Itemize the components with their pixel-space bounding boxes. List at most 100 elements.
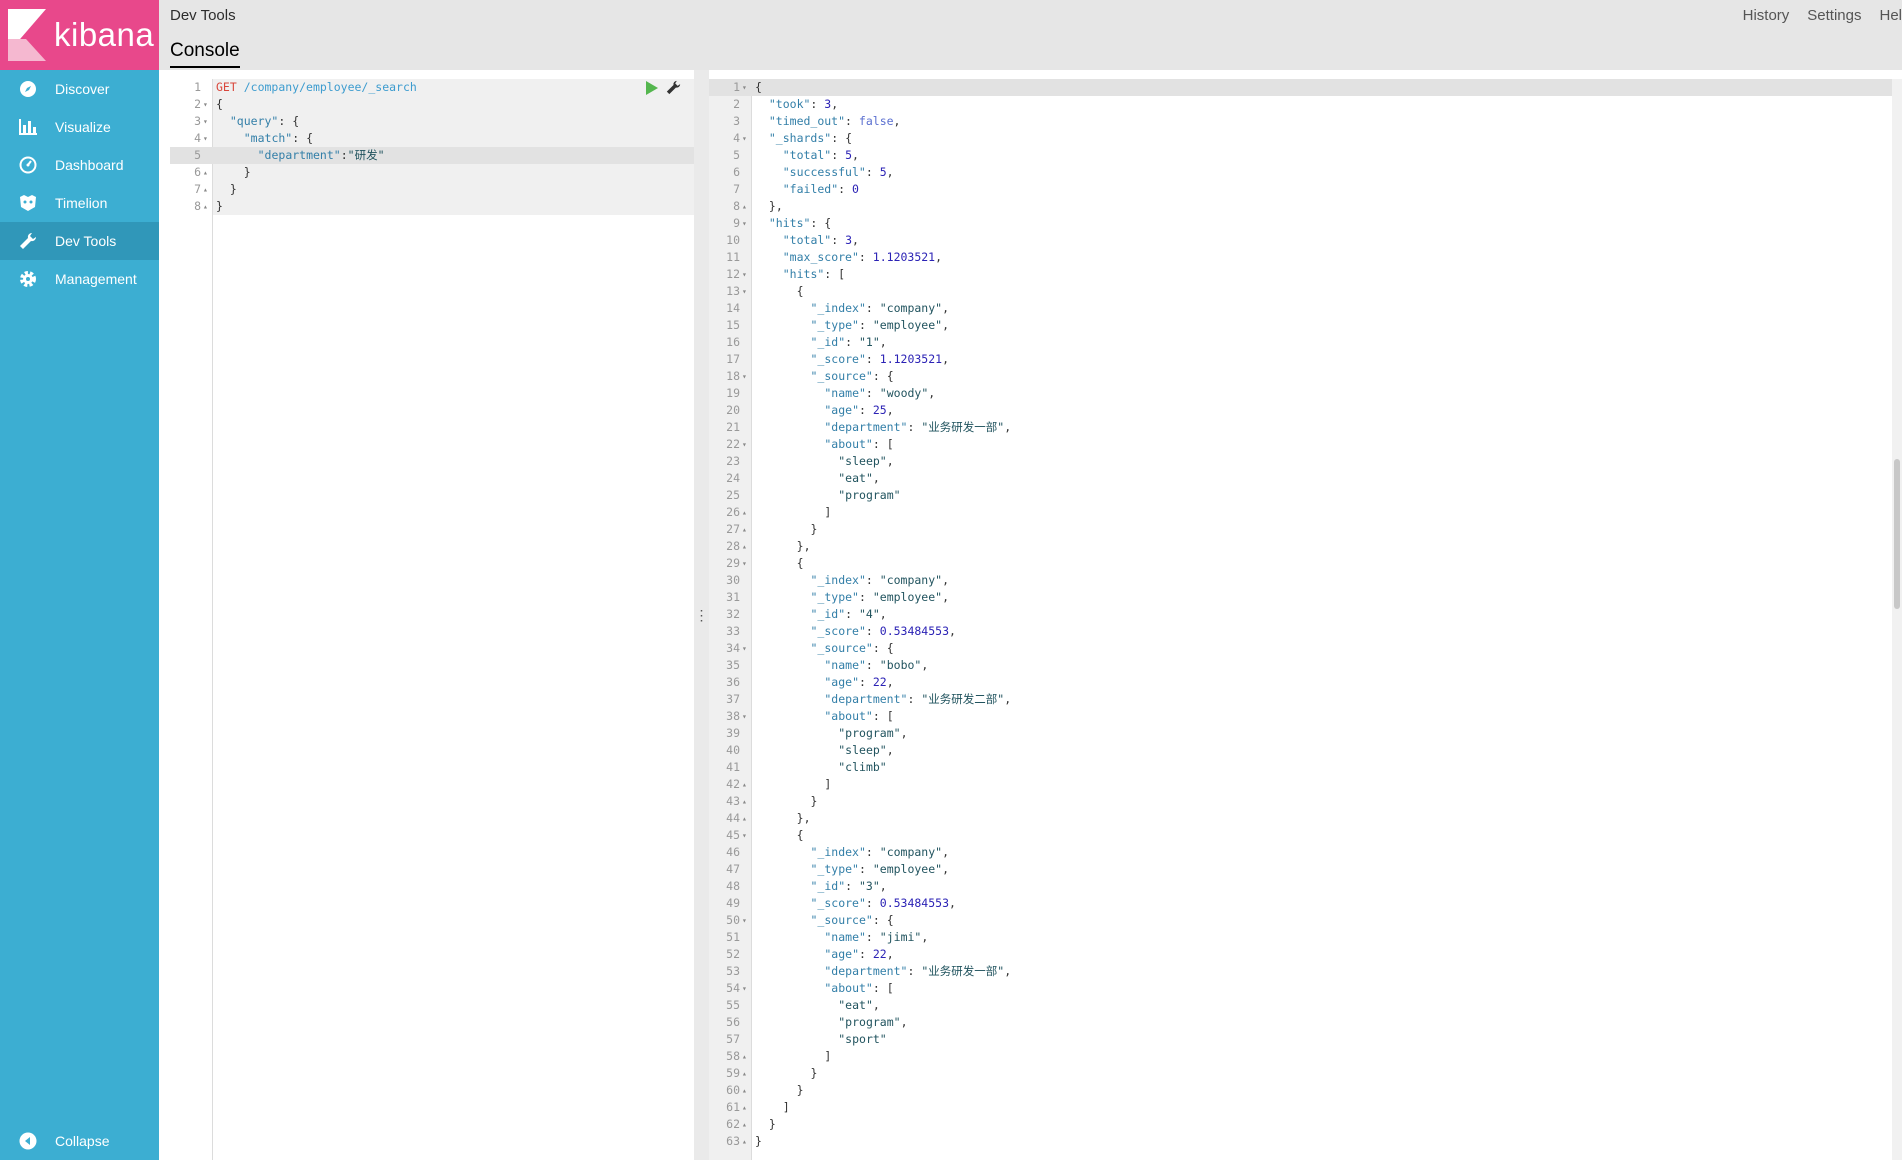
fold-toggle-icon[interactable]: ▾ xyxy=(742,984,747,993)
sidebar-item-dev-tools[interactable]: Dev Tools xyxy=(0,222,159,260)
fold-toggle-icon[interactable]: ▴ xyxy=(203,202,208,211)
fold-toggle-icon[interactable]: ▾ xyxy=(203,100,208,109)
response-line[interactable]: 59▴ } xyxy=(709,1065,1892,1082)
response-line[interactable]: 42▴ ] xyxy=(709,776,1892,793)
fold-toggle-icon[interactable]: ▾ xyxy=(203,134,208,143)
response-line[interactable]: 45▾ { xyxy=(709,827,1892,844)
fold-toggle-icon[interactable]: ▾ xyxy=(742,219,747,228)
fold-toggle-icon[interactable]: ▴ xyxy=(742,508,747,517)
response-line[interactable]: 38▾ "about": [ xyxy=(709,708,1892,725)
request-line[interactable]: 6▴ } xyxy=(170,164,694,181)
fold-toggle-icon[interactable]: ▴ xyxy=(742,1137,747,1146)
response-line[interactable]: 57 "sport" xyxy=(709,1031,1892,1048)
response-line[interactable]: 5 "total": 5, xyxy=(709,147,1892,164)
response-line[interactable]: 25 "program" xyxy=(709,487,1892,504)
request-line[interactable]: 4▾ "match": { xyxy=(170,130,694,147)
response-line[interactable]: 20 "age": 25, xyxy=(709,402,1892,419)
response-line[interactable]: 17 "_score": 1.1203521, xyxy=(709,351,1892,368)
fold-toggle-icon[interactable]: ▾ xyxy=(742,712,747,721)
fold-toggle-icon[interactable]: ▾ xyxy=(742,440,747,449)
fold-toggle-icon[interactable]: ▾ xyxy=(742,559,747,568)
fold-toggle-icon[interactable]: ▾ xyxy=(742,270,747,279)
fold-toggle-icon[interactable]: ▴ xyxy=(742,814,747,823)
response-line[interactable]: 4▾ "_shards": { xyxy=(709,130,1892,147)
response-line[interactable]: 53 "department": "业务研发一部", xyxy=(709,963,1892,980)
response-line[interactable]: 33 "_score": 0.53484553, xyxy=(709,623,1892,640)
request-line[interactable]: 7▴ } xyxy=(170,181,694,198)
response-line[interactable]: 7 "failed": 0 xyxy=(709,181,1892,198)
response-line[interactable]: 49 "_score": 0.53484553, xyxy=(709,895,1892,912)
response-line[interactable]: 58▴ ] xyxy=(709,1048,1892,1065)
fold-toggle-icon[interactable]: ▴ xyxy=(203,168,208,177)
fold-toggle-icon[interactable]: ▾ xyxy=(742,372,747,381)
fold-toggle-icon[interactable]: ▴ xyxy=(742,780,747,789)
response-line[interactable]: 29▾ { xyxy=(709,555,1892,572)
scrollbar-thumb[interactable] xyxy=(1894,459,1900,609)
response-scrollbar[interactable] xyxy=(1892,79,1902,1160)
response-line[interactable]: 34▾ "_source": { xyxy=(709,640,1892,657)
fold-toggle-icon[interactable]: ▾ xyxy=(742,83,747,92)
help-link[interactable]: Hel xyxy=(1879,7,1902,24)
response-line[interactable]: 63▴} xyxy=(709,1133,1892,1150)
request-line[interactable]: 8▴} xyxy=(170,198,694,215)
response-line[interactable]: 41 "climb" xyxy=(709,759,1892,776)
fold-toggle-icon[interactable]: ▴ xyxy=(742,1052,747,1061)
fold-toggle-icon[interactable]: ▾ xyxy=(742,916,747,925)
settings-link[interactable]: Settings xyxy=(1807,7,1862,24)
response-line[interactable]: 62▴ } xyxy=(709,1116,1892,1133)
fold-toggle-icon[interactable]: ▴ xyxy=(742,1086,747,1095)
response-line[interactable]: 11 "max_score": 1.1203521, xyxy=(709,249,1892,266)
history-link[interactable]: History xyxy=(1742,7,1790,24)
response-line[interactable]: 37 "department": "业务研发二部", xyxy=(709,691,1892,708)
response-line[interactable]: 24 "eat", xyxy=(709,470,1892,487)
fold-toggle-icon[interactable]: ▴ xyxy=(742,542,747,551)
response-line[interactable]: 46 "_index": "company", xyxy=(709,844,1892,861)
response-line[interactable]: 35 "name": "bobo", xyxy=(709,657,1892,674)
response-line[interactable]: 8▴ }, xyxy=(709,198,1892,215)
response-line[interactable]: 43▴ } xyxy=(709,793,1892,810)
response-line[interactable]: 19 "name": "woody", xyxy=(709,385,1892,402)
response-line[interactable]: 18▾ "_source": { xyxy=(709,368,1892,385)
response-line[interactable]: 52 "age": 22, xyxy=(709,946,1892,963)
response-line[interactable]: 27▴ } xyxy=(709,521,1892,538)
sidebar-item-dashboard[interactable]: Dashboard xyxy=(0,146,159,184)
response-line[interactable]: 60▴ } xyxy=(709,1082,1892,1099)
response-line[interactable]: 48 "_id": "3", xyxy=(709,878,1892,895)
fold-toggle-icon[interactable]: ▴ xyxy=(742,1103,747,1112)
response-line[interactable]: 54▾ "about": [ xyxy=(709,980,1892,997)
response-line[interactable]: 1▾{ xyxy=(709,79,1892,96)
response-line[interactable]: 47 "_type": "employee", xyxy=(709,861,1892,878)
response-line[interactable]: 3 "timed_out": false, xyxy=(709,113,1892,130)
response-line[interactable]: 6 "successful": 5, xyxy=(709,164,1892,181)
response-line[interactable]: 50▾ "_source": { xyxy=(709,912,1892,929)
fold-toggle-icon[interactable]: ▴ xyxy=(203,185,208,194)
send-request-icon[interactable] xyxy=(646,80,658,100)
response-line[interactable]: 30 "_index": "company", xyxy=(709,572,1892,589)
panel-splitter[interactable]: ⋮ xyxy=(694,70,709,1160)
sidebar-item-discover[interactable]: Discover xyxy=(0,70,159,108)
sidebar-item-visualize[interactable]: Visualize xyxy=(0,108,159,146)
response-line[interactable]: 32 "_id": "4", xyxy=(709,606,1892,623)
collapse-button[interactable]: Collapse xyxy=(0,1122,159,1160)
request-line[interactable]: 3▾ "query": { xyxy=(170,113,694,130)
response-line[interactable]: 15 "_type": "employee", xyxy=(709,317,1892,334)
response-line[interactable]: 23 "sleep", xyxy=(709,453,1892,470)
response-line[interactable]: 56 "program", xyxy=(709,1014,1892,1031)
response-line[interactable]: 31 "_type": "employee", xyxy=(709,589,1892,606)
response-line[interactable]: 39 "program", xyxy=(709,725,1892,742)
response-line[interactable]: 61▴ ] xyxy=(709,1099,1892,1116)
fold-toggle-icon[interactable]: ▾ xyxy=(742,287,747,296)
response-line[interactable]: 28▴ }, xyxy=(709,538,1892,555)
response-line[interactable]: 9▾ "hits": { xyxy=(709,215,1892,232)
response-line[interactable]: 26▴ ] xyxy=(709,504,1892,521)
sidebar-item-management[interactable]: Management xyxy=(0,260,159,298)
response-line[interactable]: 36 "age": 22, xyxy=(709,674,1892,691)
fold-toggle-icon[interactable]: ▴ xyxy=(742,202,747,211)
response-line[interactable]: 14 "_index": "company", xyxy=(709,300,1892,317)
response-line[interactable]: 44▴ }, xyxy=(709,810,1892,827)
request-settings-wrench-icon[interactable] xyxy=(666,80,681,100)
response-line[interactable]: 12▾ "hits": [ xyxy=(709,266,1892,283)
request-line[interactable]: 5 "department":"研发" xyxy=(170,147,694,164)
